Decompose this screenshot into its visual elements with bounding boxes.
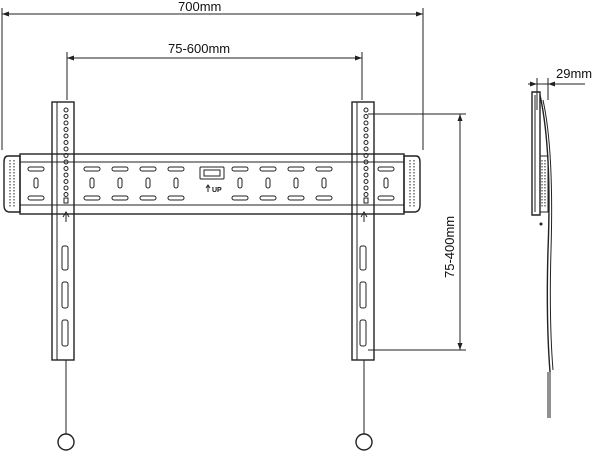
mounting-hole [63,146,69,152]
mounting-hole [363,172,369,178]
left-vertical-arm [51,101,75,451]
up-label: UP [212,187,222,194]
plate-slots [27,166,395,201]
mounting-hole [63,114,69,119]
mounting-hole [63,185,69,191]
plate-slot [383,177,389,189]
plate-slot [287,195,305,201]
plate-slot [293,177,299,189]
plate-slot [27,195,45,201]
plate-slot [145,177,151,189]
side-view: 29mm [528,66,592,418]
mounting-hole [363,185,369,191]
plate-slot [231,195,249,201]
plate-slot [83,195,101,201]
vertical-span-label: 75-400mm [442,216,457,278]
mounting-hole [63,179,69,184]
mounting-hole [63,140,69,145]
horizontal-span-label: 75-600mm [168,41,230,56]
plate-slot [321,177,327,189]
plate-slot [27,166,45,172]
plate-slot [89,177,95,189]
plate-slot [139,195,157,201]
plate-slot [117,177,123,189]
plate-slot [33,177,39,189]
plate-slot [173,177,179,189]
mounting-hole [363,140,369,145]
overall-width-label: 700mm [178,0,221,14]
mounting-hole [63,153,69,158]
plate-slot [377,166,395,172]
mounting-hole [363,159,369,165]
mounting-hole [63,166,69,171]
plate-slot [111,195,129,201]
plate-slot [259,166,277,172]
left-arm-holes [63,107,69,204]
mounting-hole [63,192,69,197]
plate-slot [377,195,395,201]
mounting-hole [63,107,69,113]
mounting-hole [63,172,69,178]
plate-slot [259,195,277,201]
mounting-hole [363,153,369,158]
mounting-hole [363,133,369,139]
plate-slot [231,166,249,172]
plate-slot [167,166,185,172]
plate-slot [287,166,305,172]
mounting-hole [363,146,369,152]
mounting-hole [363,192,369,197]
wall-plate: UP [3,153,421,215]
plate-slot [111,166,129,172]
depth-label: 29mm [556,66,592,81]
mounting-hole [363,179,369,184]
mounting-hole [63,127,69,132]
right-vertical-arm [351,101,375,451]
plate-slot [237,177,243,189]
plate-slot [139,166,157,172]
plate-slot [265,177,271,189]
mounting-hole [363,114,369,119]
plate-slot [315,166,333,172]
mounting-hole [63,133,69,139]
right-arm-holes [363,107,369,204]
mounting-hole [363,127,369,132]
mounting-hole [363,107,369,113]
vertical-span-dimension: 75-400mm [368,113,466,351]
mounting-hole [63,120,69,126]
overall-width-dimension: 700mm [1,0,424,150]
square-hole [63,197,69,204]
mounting-hole [63,159,69,165]
plate-slot [167,195,185,201]
mounting-hole [363,120,369,126]
plate-slot [83,166,101,172]
plate-slot [315,195,333,201]
mounting-hole [363,166,369,171]
square-hole [363,197,369,204]
horizontal-span-dimension: 75-600mm [66,41,363,100]
